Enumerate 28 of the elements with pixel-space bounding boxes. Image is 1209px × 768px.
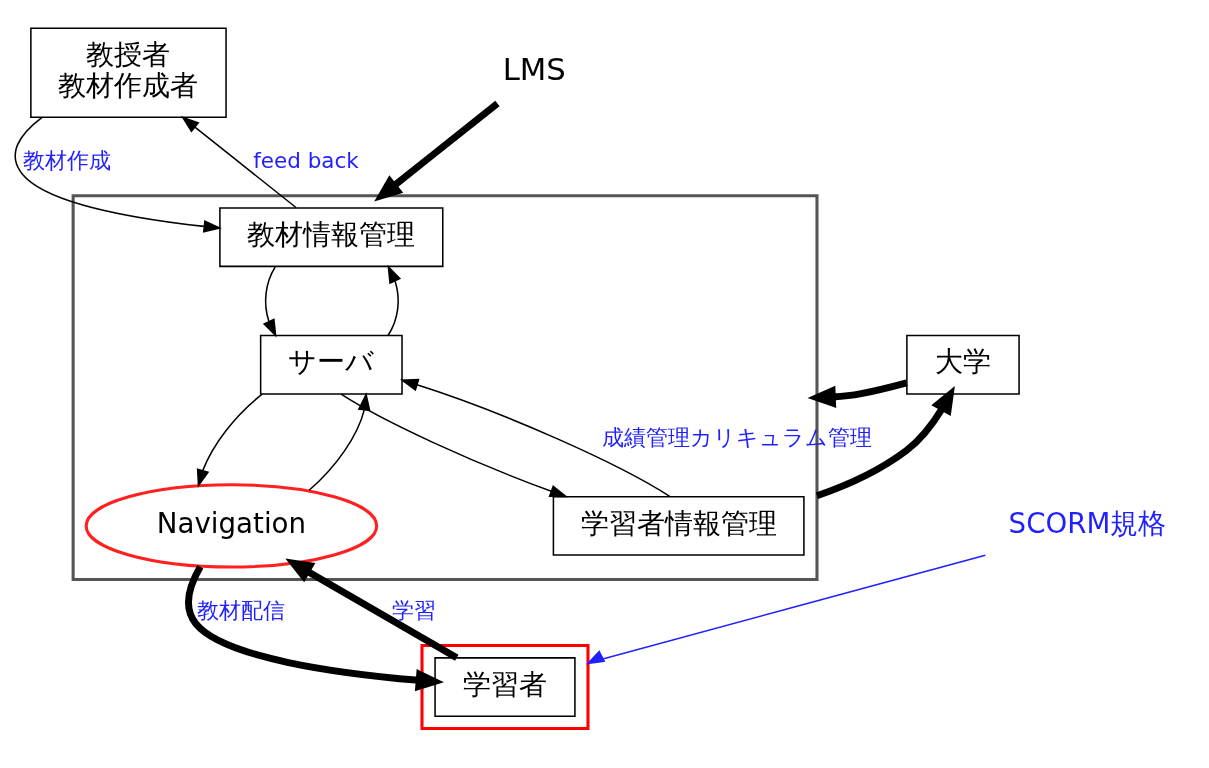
arrow: [387, 264, 402, 336]
arrow: [400, 378, 671, 497]
arrow: [585, 553, 987, 665]
arrow: [340, 392, 569, 497]
arrow: [815, 385, 955, 499]
arrow: [308, 391, 371, 491]
arrow: [185, 564, 444, 691]
node-ellipse: Navigation: [84, 482, 379, 569]
node-box: 学習者情報管理: [552, 495, 805, 556]
node-box: サーバ: [259, 334, 403, 395]
node-text: LMS: [502, 50, 566, 87]
node-box: 教授者 教材作成者: [30, 26, 227, 118]
edge-label: feed back: [253, 147, 359, 173]
edge-label: 学習: [391, 597, 436, 623]
arrow: [285, 558, 459, 661]
arrow: [262, 265, 277, 338]
node-box: 教材情報管理: [219, 206, 444, 267]
arrow: [374, 100, 500, 202]
node-text: SCORM規格: [1008, 506, 1167, 540]
arrow: [14, 116, 222, 233]
cluster: [420, 643, 590, 730]
arrow: [807, 378, 908, 408]
edge-label: 教材配信: [196, 597, 285, 623]
edge-label: 教材作成: [22, 147, 111, 173]
arrow: [196, 392, 263, 488]
node-box: 学習者: [434, 656, 576, 717]
node-box: 大学: [906, 334, 1020, 395]
arrow: [181, 115, 297, 208]
